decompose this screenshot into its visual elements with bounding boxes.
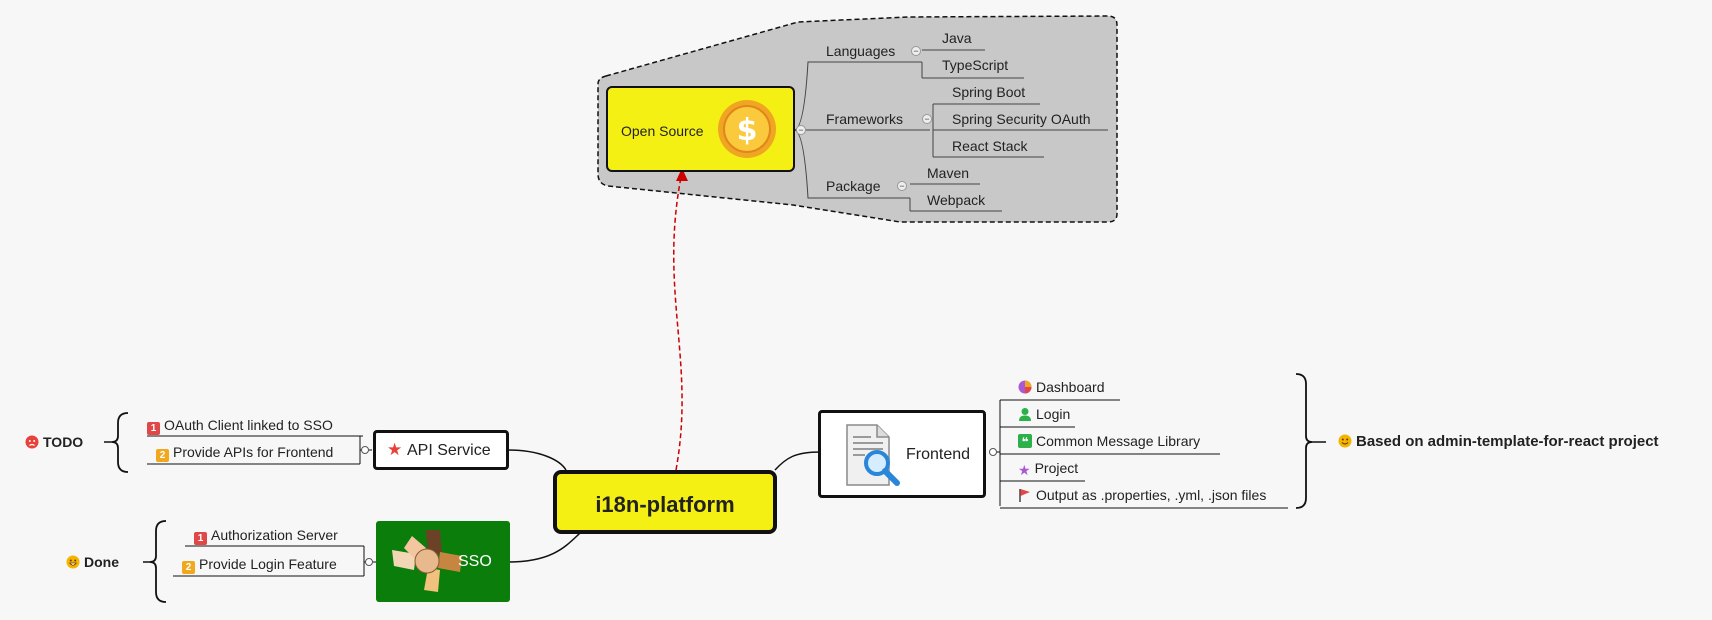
relationship-arrowhead xyxy=(676,168,688,181)
frontend-item-common-message-library-label: Common Message Library xyxy=(1036,433,1201,449)
grinning-face-icon xyxy=(66,555,80,569)
languages-collapse-toggle[interactable]: − xyxy=(911,46,921,56)
item-spring-boot: Spring Boot xyxy=(952,84,1026,100)
frontend-item-project-label: Project xyxy=(1034,460,1079,476)
frontend-topic[interactable]: Frontend xyxy=(818,410,986,498)
open-source-branch-lines xyxy=(793,49,1108,212)
group-label-package: Package xyxy=(826,178,881,194)
frontend-item-dashboard-label: Dashboard xyxy=(1036,379,1105,395)
dollar-coin-icon: $ xyxy=(718,100,776,158)
frontend-summary-label: Based on admin-template-for-react projec… xyxy=(1356,433,1659,450)
svg-text:❝: ❝ xyxy=(1021,435,1028,448)
group-label-languages: Languages xyxy=(826,43,896,59)
frontend-children-lines xyxy=(995,399,1288,509)
item-spring-security-oauth: Spring Security OAuth xyxy=(952,111,1091,127)
frontend-item-login: Login xyxy=(1018,406,1070,422)
pie-chart-icon xyxy=(1018,380,1032,394)
frameworks-collapse-toggle[interactable]: − xyxy=(922,114,932,124)
frontend-item-output: Output as .properties, .yml, .json files xyxy=(1018,487,1266,503)
frontend-item-project: ★Project xyxy=(1018,460,1078,479)
summary-connectors xyxy=(104,441,1326,563)
central-topic[interactable]: i18n-platform xyxy=(553,470,777,534)
user-icon xyxy=(1019,408,1031,421)
frontend-item-common-message-library: ❝ Common Message Library xyxy=(1018,433,1200,449)
svg-text:$: $ xyxy=(737,113,758,148)
open-source-topic[interactable]: Open Source $ xyxy=(606,86,795,172)
priority-2-icon: 2 xyxy=(182,561,195,574)
sso-collapse-toggle[interactable] xyxy=(365,558,373,566)
sso-topic[interactable]: SSO xyxy=(376,521,510,602)
star-icon: ★ xyxy=(387,440,403,460)
sso-item-provide-login-label: Provide Login Feature xyxy=(199,556,337,572)
item-typescript: TypeScript xyxy=(942,57,1009,73)
sso-item-provide-login: 2 Provide Login Feature xyxy=(182,556,337,574)
frontend-item-output-label: Output as .properties, .yml, .json files xyxy=(1036,487,1267,503)
document-search-icon xyxy=(846,424,900,486)
done-summary-label: Done xyxy=(84,554,119,570)
central-topic-label: i18n-platform xyxy=(595,492,735,517)
joined-hands-icon xyxy=(392,530,462,592)
frontend-item-dashboard: Dashboard xyxy=(1018,379,1105,395)
done-summary[interactable]: Done xyxy=(66,554,119,570)
todo-summary[interactable]: TODO xyxy=(25,434,83,450)
sso-item-authorization-server: 1 Authorization Server xyxy=(194,527,338,545)
api-service-collapse-toggle[interactable] xyxy=(361,446,369,454)
item-maven: Maven xyxy=(927,165,970,181)
group-label-frameworks: Frameworks xyxy=(826,111,904,127)
open-source-label: Open Source xyxy=(621,123,704,139)
sso-label: SSO xyxy=(458,553,492,570)
frontend-collapse-toggle[interactable] xyxy=(989,448,997,456)
item-webpack: Webpack xyxy=(927,192,986,208)
quote-icon: ❝ xyxy=(1018,434,1032,448)
api-service-topic[interactable]: ★ API Service xyxy=(373,430,509,470)
priority-1-icon: 1 xyxy=(194,532,207,545)
api-item-provide-apis: 2 Provide APIs for Frontend xyxy=(156,444,333,462)
smiley-face-icon xyxy=(1338,434,1352,448)
priority-2-icon: 2 xyxy=(156,449,169,462)
sso-item-authorization-server-label: Authorization Server xyxy=(211,527,338,543)
api-item-provide-apis-label: Provide APIs for Frontend xyxy=(173,444,334,460)
item-react-stack: React Stack xyxy=(952,138,1028,154)
flag-icon xyxy=(1019,489,1030,502)
frontend-summary[interactable]: Based on admin-template-for-react projec… xyxy=(1338,434,1659,450)
package-collapse-toggle[interactable]: − xyxy=(897,181,907,191)
priority-1-icon: 1 xyxy=(147,422,160,435)
api-item-oauth-client: 1 OAuth Client linked to SSO xyxy=(147,417,333,435)
item-java: Java xyxy=(942,30,972,46)
star-icon: ★ xyxy=(1018,463,1031,479)
todo-summary-label: TODO xyxy=(43,434,84,450)
relationship-line xyxy=(673,171,683,471)
frontend-item-login-label: Login xyxy=(1036,406,1071,422)
frontend-label: Frontend xyxy=(906,446,971,463)
open-source-collapse-toggle[interactable]: − xyxy=(796,125,806,135)
angry-face-icon xyxy=(25,435,39,449)
api-item-oauth-client-label: OAuth Client linked to SSO xyxy=(164,417,333,433)
api-service-label: API Service xyxy=(407,442,491,459)
